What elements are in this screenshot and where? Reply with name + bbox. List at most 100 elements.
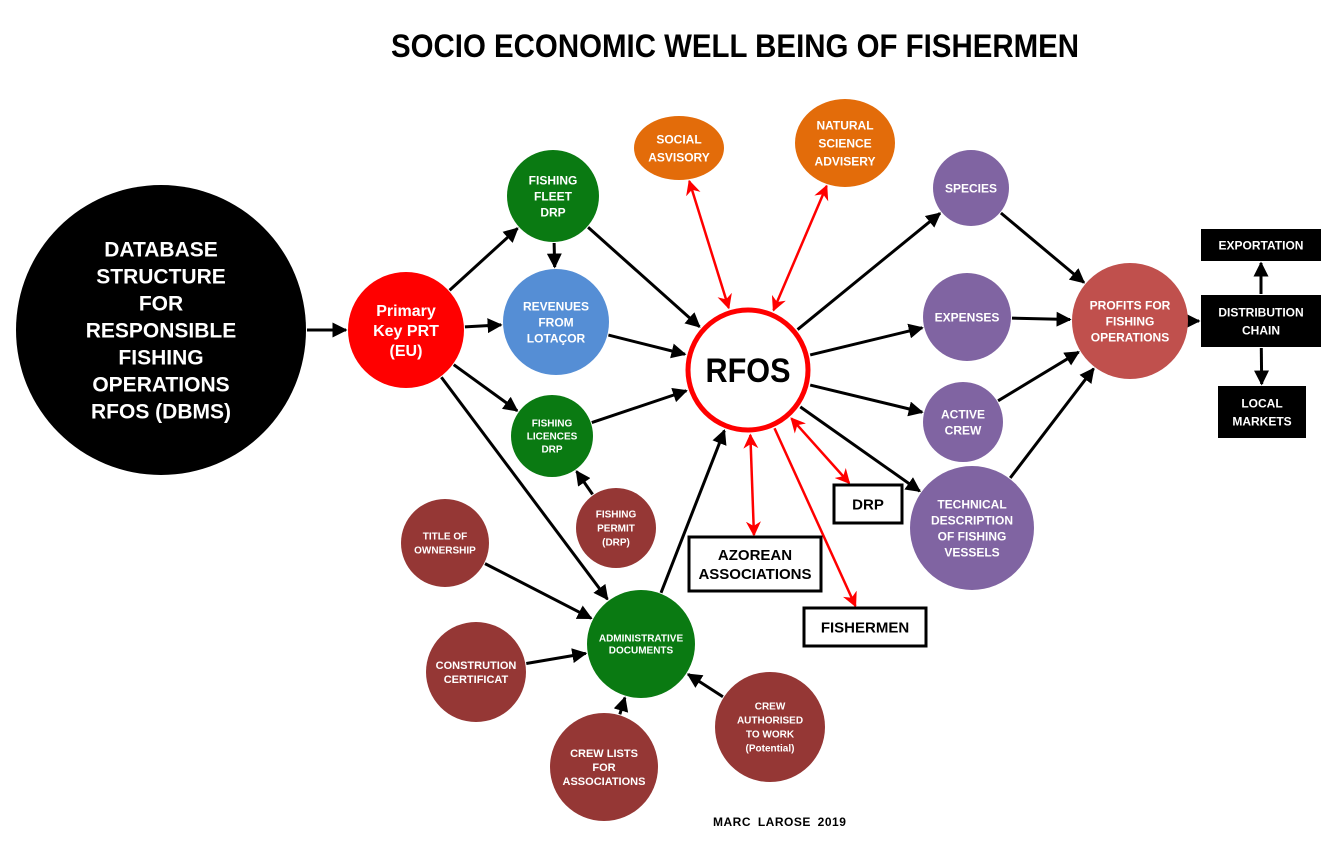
- node-distribution-label: CHAIN: [1242, 323, 1280, 337]
- node-primary-label: Primary: [376, 303, 436, 320]
- node-profits-label: OPERATIONS: [1091, 330, 1169, 344]
- node-fleet-label: DRP: [540, 205, 565, 219]
- arrow-construction-to-admin: [526, 648, 588, 665]
- arrow-rfos-to-species: [796, 212, 942, 331]
- node-fleet-label: FISHING: [529, 173, 578, 187]
- node-dbms-label: FISHING: [118, 347, 203, 370]
- arrow-rfos-to-natural: [771, 184, 829, 312]
- node-social-label: ASVISORY: [648, 150, 710, 164]
- arrow-crewlists-to-admin: [613, 696, 629, 715]
- arrow-primary-to-fleet: [448, 227, 519, 292]
- node-natural-label: NATURAL: [816, 118, 873, 132]
- node-azorean: AZOREAN ASSOCIATIONS: [687, 535, 823, 593]
- node-exportation: EXPORTATION: [1201, 229, 1321, 261]
- arrow-rfos-to-azorean: [743, 433, 761, 537]
- node-crewauth-label: CREW: [755, 702, 786, 713]
- node-crewauth-label: TO WORK: [746, 730, 795, 741]
- arrow-technical-to-profits: [1009, 367, 1095, 479]
- node-drp: DRP: [832, 483, 904, 525]
- node-crewauth-label: AUTHORISED: [737, 716, 803, 727]
- arrow-rfos-to-expenses: [809, 323, 924, 357]
- arrow-licences-to-rfos: [591, 387, 688, 425]
- node-rfos-shape: [685, 307, 811, 433]
- node-revenues-shape: [503, 269, 609, 375]
- node-revenues-label: FROM: [538, 315, 573, 329]
- arrow-revenues-to-rfos: [608, 333, 687, 359]
- node-crewauth-label: (Potential): [746, 744, 795, 755]
- node-title_own-label: TITLE OF: [423, 532, 467, 543]
- node-admin-shape: [587, 590, 695, 698]
- node-permit-label: PERMIT: [597, 524, 635, 535]
- node-dbms-label: RESPONSIBLE: [86, 320, 237, 343]
- node-permit-label: FISHING: [596, 510, 637, 521]
- node-profits-label: PROFITS FOR: [1090, 298, 1171, 312]
- arrow-fleet-to-revenues: [546, 242, 562, 269]
- arrow-permit-to-licences: [575, 470, 594, 496]
- node-activecrew-label: CREW: [945, 423, 982, 437]
- node-local-label: LOCAL: [1241, 396, 1282, 410]
- node-natural-label: ADVISERY: [815, 154, 876, 168]
- node-dbms-label: FOR: [139, 293, 183, 316]
- node-azorean-label: ASSOCIATIONS: [698, 566, 811, 583]
- node-revenues-label: LOTAÇOR: [527, 331, 586, 345]
- node-primary-label: (EU): [390, 343, 423, 360]
- node-azorean-shape: [687, 535, 823, 593]
- node-local-label: MARKETS: [1232, 414, 1291, 428]
- node-azorean-label: AZOREAN: [718, 547, 792, 564]
- arrow-rfos-to-fishermen: [773, 427, 857, 608]
- node-activecrew-shape: [923, 382, 1003, 462]
- node-title_own-shape: [401, 499, 489, 587]
- node-crewlists-label: CREW LISTS: [570, 748, 638, 760]
- arrow-rfos-to-drp: [790, 417, 851, 485]
- diagram-title: SOCIO ECONOMIC WELL BEING OF FISHERMEN: [390, 28, 1080, 64]
- node-construction-label: CONSTRUTION: [436, 660, 517, 672]
- node-local-shape: [1218, 386, 1306, 438]
- node-exportation-label: EXPORTATION: [1219, 238, 1304, 252]
- node-natural-label: SCIENCE: [818, 136, 871, 150]
- node-distribution-shape: [1201, 295, 1321, 347]
- node-fishermen-label: FISHERMEN: [821, 619, 909, 636]
- node-expenses: EXPENSES: [923, 273, 1011, 361]
- arrow-expenses-to-profits: [1011, 311, 1072, 327]
- node-activecrew: ACTIVE CREW: [923, 382, 1003, 462]
- node-expenses-shape: [923, 273, 1011, 361]
- node-exportation-shape: [1201, 229, 1321, 261]
- node-distribution: DISTRIBUTION CHAIN: [1201, 295, 1321, 347]
- node-fleet-shape: [507, 150, 599, 242]
- node-activecrew-label: ACTIVE: [941, 407, 985, 421]
- node-species: SPECIES: [933, 150, 1009, 226]
- arrow-rfos-to-activecrew: [809, 383, 924, 417]
- node-licences-label: FISHING: [532, 419, 573, 430]
- node-species-shape: [933, 150, 1009, 226]
- node-dbms-label: RFOS (DBMS): [91, 401, 231, 424]
- node-admin-label: DOCUMENTS: [609, 646, 674, 657]
- node-drp-label: DRP: [852, 496, 884, 513]
- node-crewlists-shape: [550, 713, 658, 821]
- node-distribution-label: DISTRIBUTION: [1218, 305, 1303, 319]
- arrow-crewauth-to-admin: [686, 673, 724, 698]
- node-profits-shape: [1072, 263, 1188, 379]
- nodes-layer: DATABASESTRUCTUREFORRESPONSIBLEFISHINGOP…: [16, 99, 1321, 821]
- node-rfos: RFOS: [685, 307, 811, 433]
- node-dbms: DATABASESTRUCTUREFORRESPONSIBLEFISHINGOP…: [16, 185, 306, 475]
- arrow-admin-to-rfos: [659, 429, 727, 594]
- arrow-primary-to-licences: [452, 363, 519, 412]
- edges-layer: [307, 179, 1270, 715]
- node-crewauth: CREW AUTHORISED TO WORK (Potential): [715, 672, 825, 782]
- node-crewauth-shape: [715, 672, 825, 782]
- arrow-activecrew-to-profits: [997, 350, 1080, 403]
- node-primary-shape: [348, 272, 464, 388]
- node-drp-shape: [832, 483, 904, 525]
- node-technical-shape: [910, 466, 1034, 590]
- node-licences-label: LICENCES: [527, 432, 578, 443]
- arrow-title_own-to-admin: [484, 562, 593, 620]
